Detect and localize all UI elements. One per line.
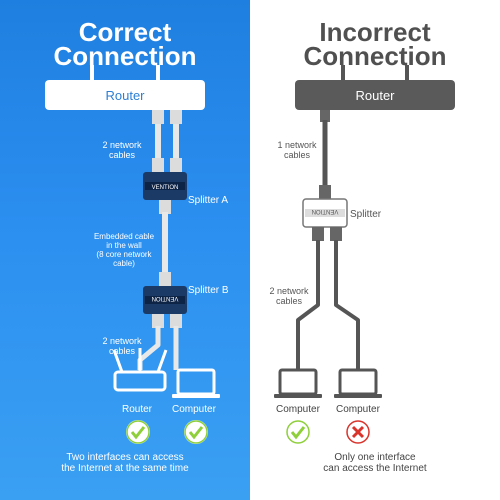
laptop-icon	[338, 368, 378, 396]
correct-diagram-graphic: VENTION VENTION	[90, 65, 220, 398]
cable-line	[296, 240, 320, 370]
splitter-b-brand: VENTION	[152, 295, 179, 301]
router-device-antenna	[156, 349, 168, 373]
splitter-a-strip	[145, 182, 185, 190]
cable-line	[334, 240, 360, 370]
laptop-base	[172, 394, 220, 398]
title-line-2: Connection	[303, 41, 447, 71]
correct-connection-panel: Correct Connection VENTION	[0, 0, 250, 500]
splitter-brand: VENTION	[312, 208, 339, 214]
router-antenna	[90, 65, 94, 81]
rj45-plug	[152, 110, 164, 124]
incorrect-diagram-graphic: VENTION	[274, 65, 409, 398]
splitter-a-label: Splitter A	[188, 195, 229, 206]
rj45-plug	[330, 227, 342, 241]
title-line-1: Correct	[78, 17, 172, 47]
rj45-plug	[312, 227, 324, 241]
rj45-plug	[152, 314, 164, 328]
splitter-a-brand: VENTION	[152, 185, 179, 191]
router-device-antenna	[112, 349, 124, 373]
splitter-b-strip	[145, 296, 185, 304]
cross-icon	[346, 420, 370, 444]
router-box: Router	[45, 80, 205, 110]
check-icon	[184, 420, 208, 444]
splitter-label: Splitter	[350, 209, 382, 220]
device2-label: Computer	[172, 404, 216, 415]
rj45-plug	[320, 110, 330, 122]
rj45-plug	[319, 185, 331, 199]
router-box: Router	[295, 80, 455, 110]
rj45-plug	[159, 272, 171, 286]
correct-title: Correct Connection	[0, 17, 250, 71]
router-antenna	[341, 65, 345, 81]
device1-label: Computer	[276, 404, 320, 415]
rj45-plug	[152, 158, 164, 172]
device1-label: Router	[122, 404, 153, 415]
title-line-1: Incorrect	[319, 17, 431, 47]
incorrect-connection-panel: Incorrect Connection VENTION	[250, 0, 500, 500]
rj45-plug	[170, 314, 182, 328]
router-antenna	[156, 65, 160, 81]
laptop-icon	[278, 368, 318, 396]
rj45-plug	[170, 158, 182, 172]
router-device-icon	[113, 370, 167, 392]
router-antenna	[405, 65, 409, 81]
splitter-b-label: Splitter B	[188, 285, 229, 296]
laptop-base	[334, 394, 382, 398]
rj45-plug	[170, 110, 182, 124]
check-icon	[126, 420, 150, 444]
laptop-base	[274, 394, 322, 398]
rj45-plug	[159, 200, 171, 214]
check-icon	[286, 420, 310, 444]
laptop-icon	[176, 368, 216, 396]
incorrect-title: Incorrect Connection	[250, 17, 500, 71]
splitter-strip	[305, 209, 345, 217]
device2-label: Computer	[336, 404, 380, 415]
title-line-2: Connection	[53, 41, 197, 71]
